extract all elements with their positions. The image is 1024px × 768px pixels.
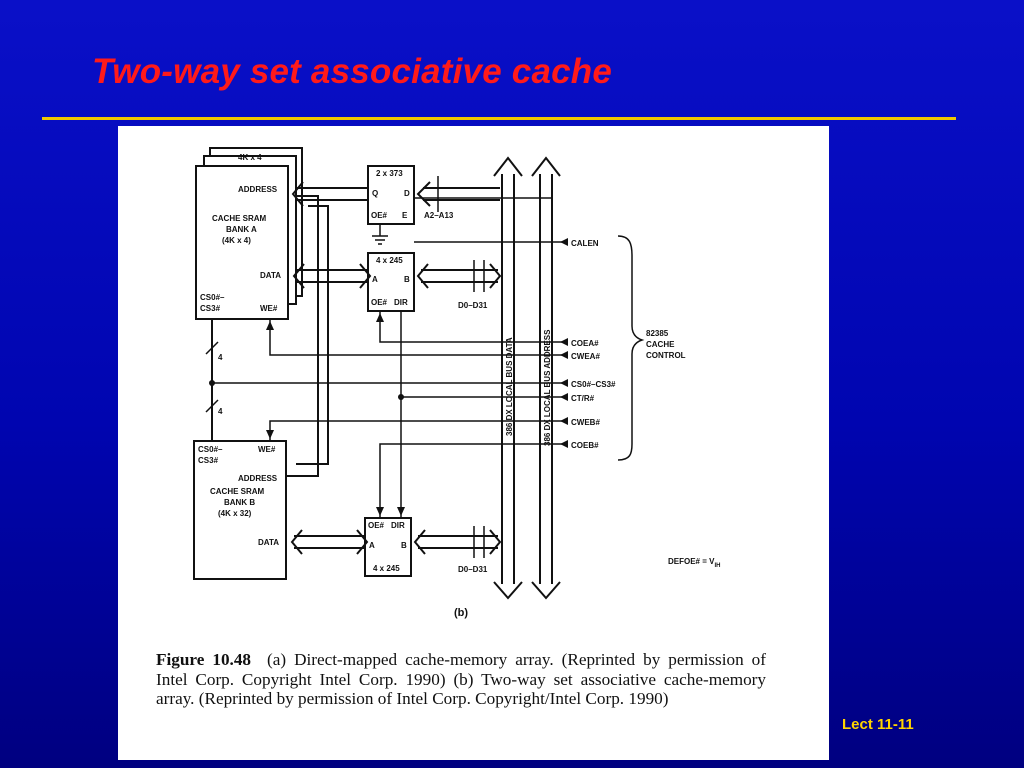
bank-b-box [193, 440, 287, 580]
xcvr-bottom-a: A [369, 541, 375, 550]
bank-b-address-label: ADDRESS [238, 474, 278, 483]
signal-cs: CS0#–CS3# [571, 380, 616, 389]
defoe-note-sub: IH [714, 563, 720, 569]
cache-diagram: 4K x 4 ADDRESS CACHE SRAM BANK A (4K x 4… [193, 147, 720, 619]
figure-number: Figure 10.48 [156, 650, 252, 669]
bus-width-label-2: 4 [218, 407, 223, 416]
defoe-note: DEFOE# = VIH [668, 557, 720, 569]
caption-text: (a) Direct-mapped cache-memory array. (R… [156, 650, 766, 708]
lecture-footer: Lect 11-11 [842, 716, 914, 733]
latch-d: D [404, 189, 410, 198]
latch-input-label: A2–A13 [424, 211, 454, 220]
xcvr-top-name: 4 x 245 [376, 256, 403, 265]
signal-cwea: CWEA# [571, 352, 600, 361]
xcvr-top-bus-label: D0–D31 [458, 301, 488, 310]
signal-calen: CALEN [571, 239, 599, 248]
local-bus-address-label: 386 DX LOCAL BUS ADDRESS [543, 329, 552, 446]
latch-e: E [402, 211, 408, 220]
figure-panel: 4K x 4 ADDRESS CACHE SRAM BANK A (4K x 4… [118, 126, 829, 760]
title-divider [42, 117, 956, 120]
figure-caption: Figure 10.48(a) Direct-mapped cache-memo… [156, 650, 766, 709]
latch-q: Q [372, 189, 378, 198]
bank-b-subtitle: BANK B [224, 498, 255, 507]
signal-ctr: CT/R# [571, 394, 595, 403]
controller-line-1: 82385 [646, 329, 669, 338]
latch-oe: OE# [371, 211, 388, 220]
controller-line-2: CACHE [646, 340, 675, 349]
bank-a-cs-label: CS0#– [200, 293, 225, 302]
xcvr-bottom-name: 4 x 245 [373, 564, 400, 573]
bus-data-a [296, 269, 368, 283]
xcvr-bottom-dir: DIR [391, 521, 405, 530]
bank-b-size: (4K x 32) [218, 509, 252, 518]
bank-a-subtitle: BANK A [226, 225, 257, 234]
xcvr-top-a: A [372, 275, 378, 284]
signal-coea: COEA# [571, 339, 599, 348]
bank-a-stack-label: 4K x 4 [238, 153, 262, 162]
controller-line-3: CONTROL [646, 351, 686, 360]
bank-a-we-label: WE# [260, 304, 278, 313]
controller-bracket [617, 235, 645, 461]
defoe-note-main: DEFOE# = V [668, 557, 715, 566]
part-label: (b) [454, 607, 468, 619]
bank-a-cs2-label: CS3# [200, 304, 221, 313]
latch-box [367, 165, 415, 225]
bank-b-we-label: WE# [258, 445, 276, 454]
bus-address-a [296, 187, 368, 201]
bus-width-label-1: 4 [218, 353, 223, 362]
bank-b-data-label: DATA [258, 538, 279, 547]
xcvr-bottom-oe: OE# [368, 521, 385, 530]
xcvr-top-b: B [404, 275, 410, 284]
bank-a-data-label: DATA [260, 271, 281, 280]
signal-cweb: CWEB# [571, 418, 600, 427]
bank-b-cs-label: CS0#– [198, 445, 223, 454]
bank-b-title: CACHE SRAM [210, 487, 265, 496]
bank-a-box [195, 165, 289, 320]
bus-data-b [294, 535, 365, 549]
latch-name: 2 x 373 [376, 169, 403, 178]
bank-b-cs2-label: CS3# [198, 456, 219, 465]
bank-a-title: CACHE SRAM [212, 214, 267, 223]
xcvr-top-oe: OE# [371, 298, 388, 307]
xcvr-top-dir: DIR [394, 298, 408, 307]
xcvr-bottom-box [364, 517, 412, 577]
signal-coeb: COEB# [571, 441, 599, 450]
bank-a-address-label: ADDRESS [238, 185, 278, 194]
local-bus-data-label: 386 DX LOCAL BUS DATA [505, 337, 514, 436]
bank-a-size: (4K x 4) [222, 236, 251, 245]
slide-title: Two-way set associative cache [92, 52, 613, 91]
xcvr-bottom-b: B [401, 541, 407, 550]
xcvr-bottom-bus-label: D0–D31 [458, 565, 488, 574]
